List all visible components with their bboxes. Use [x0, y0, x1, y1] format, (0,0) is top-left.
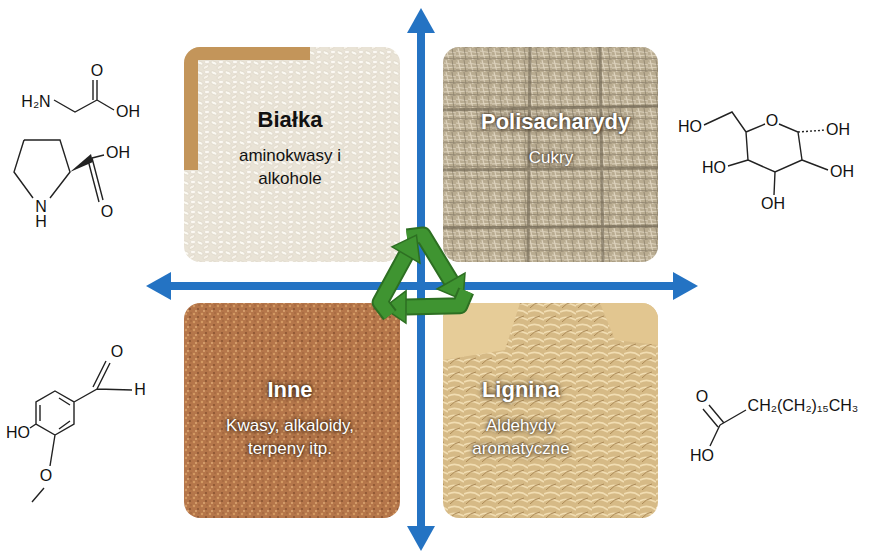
wood-shavings [443, 303, 658, 518]
recycle-symbol [359, 233, 468, 342]
chemical-bonds [14, 80, 828, 502]
straw-bales [443, 47, 658, 262]
horizontal-axis [168, 282, 676, 290]
category-box: InneKwasy, alkaloidy, terpeny itp. [184, 303, 400, 518]
category-box: Białka aminokwasy i alkohole [184, 47, 400, 262]
arrow-head [407, 8, 435, 33]
atom-label: HO [6, 425, 30, 441]
vanillin-bonds [30, 361, 132, 502]
category-title: Lignina [464, 377, 579, 403]
atom-label: OH [106, 145, 130, 161]
sawdust-photo [184, 303, 400, 518]
atom-label: O [40, 468, 52, 484]
atom-label: H [35, 214, 47, 230]
wood-block [600, 303, 658, 345]
atom-label: HO [678, 119, 702, 135]
box-content: Białka aminokwasy i alkohole [225, 107, 355, 191]
category-description: Aldehydy aromatyczne [464, 415, 579, 461]
vertical-axis [417, 30, 425, 530]
atom-label: OH [826, 122, 850, 138]
atom-label: CH₂(CH₂)₁₅CH₃ [748, 398, 859, 414]
atom-label: O [111, 344, 123, 360]
category-box: PolisacharydyCukry [443, 47, 658, 262]
category-title: Białka [225, 107, 355, 133]
atom-label: H₂N [21, 94, 50, 110]
category-title: Polisacharydy [481, 109, 621, 135]
atom-label: O [91, 63, 103, 79]
recycle-arrow [359, 233, 444, 316]
category-description: aminokwasy i alkohole [225, 145, 355, 191]
box-content: PolisacharydyCukry [481, 109, 621, 170]
atom-label: HO [690, 448, 714, 464]
atom-label: O [101, 204, 113, 220]
arrow-head [407, 526, 435, 551]
glucose-bonds [704, 112, 828, 195]
box-content: InneKwasy, alkaloidy, terpeny itp. [205, 377, 375, 461]
category-description: Cukry [481, 147, 621, 170]
axis-arrows [146, 8, 698, 551]
glycine-bonds [54, 80, 114, 112]
atom-label: O [766, 113, 778, 129]
proline-bonds [14, 140, 104, 202]
atom-label: O [696, 389, 708, 405]
rice-photo [184, 47, 400, 262]
atom-label: OH [761, 196, 785, 212]
arrow-head [673, 272, 698, 300]
sawdust [184, 303, 400, 518]
fatty-acid-bonds [703, 405, 746, 446]
shavings-photo [443, 303, 658, 518]
category-description: Kwasy, alkaloidy, terpeny itp. [205, 415, 375, 461]
bale-gaps [443, 47, 658, 262]
box-content: LigninaAldehydy aromatyczne [464, 377, 579, 461]
category-box: LigninaAldehydy aromatyczne [443, 303, 658, 518]
atom-label: OH [116, 104, 140, 120]
atom-label: OH [830, 164, 854, 180]
wedge-bond [70, 154, 93, 172]
rice-grains [184, 47, 400, 262]
hashed-bond [798, 130, 826, 132]
straw-photo [443, 47, 658, 262]
arrow-head [146, 272, 171, 300]
category-title: Inne [205, 377, 375, 403]
atom-label: H [134, 382, 146, 398]
atom-label: HO [702, 160, 726, 176]
atom-label: N [35, 199, 47, 215]
